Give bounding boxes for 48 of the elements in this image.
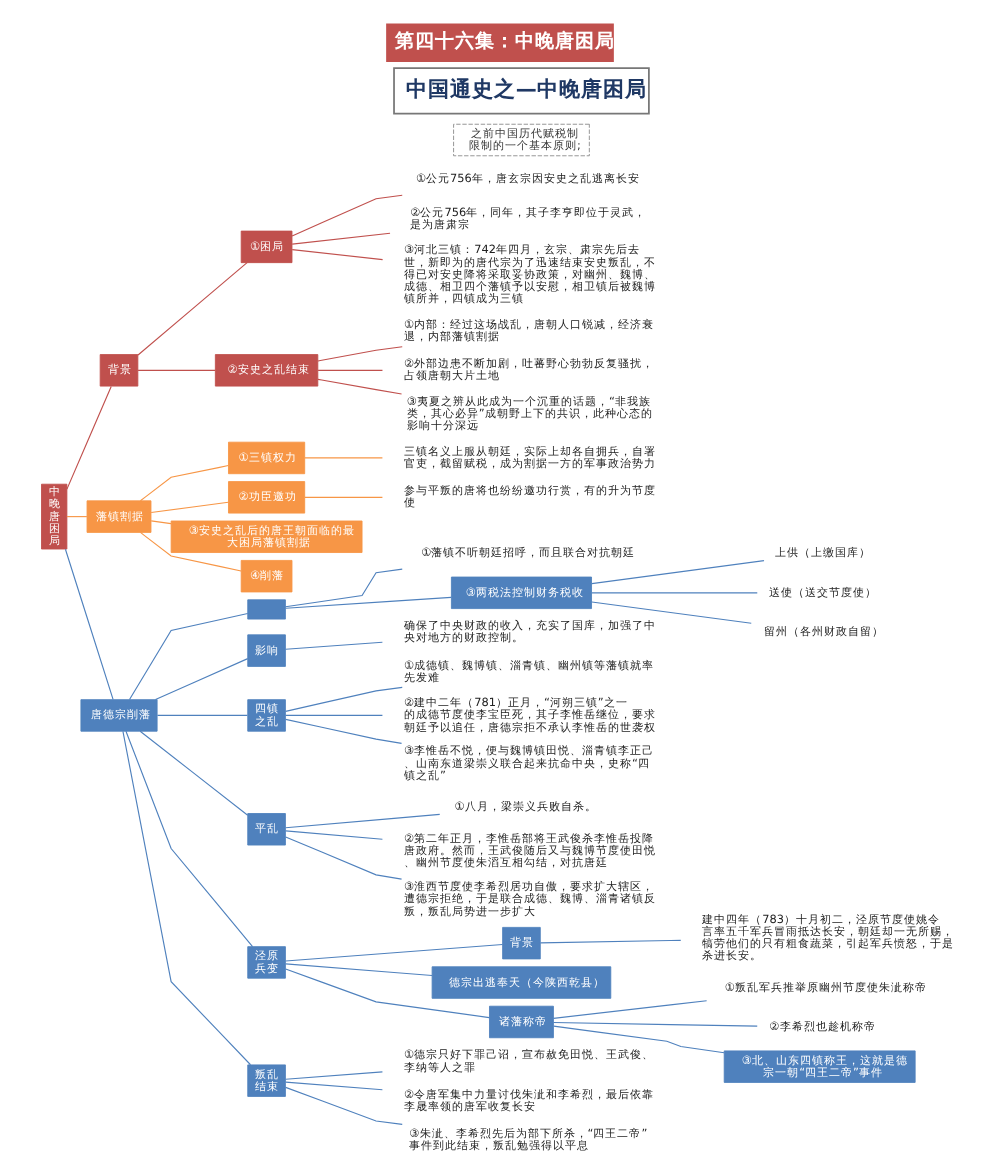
connector	[285, 596, 452, 609]
diagram-title: 第四十六集：中晚唐困局	[394, 30, 615, 53]
connector	[155, 658, 249, 701]
node-box	[247, 599, 286, 620]
connector	[64, 548, 114, 700]
connector	[291, 194, 403, 237]
connector	[125, 730, 254, 948]
connector	[285, 1071, 383, 1080]
connector	[285, 641, 383, 650]
connector	[304, 496, 383, 498]
connector	[285, 718, 403, 744]
connector	[552, 1000, 708, 1019]
connector	[317, 378, 403, 395]
connector	[291, 232, 391, 245]
connector	[150, 501, 229, 514]
connector	[285, 714, 383, 716]
connector	[285, 963, 433, 977]
connector	[591, 601, 752, 624]
connector	[139, 730, 249, 816]
connector	[284, 568, 403, 608]
connector	[139, 465, 229, 502]
connector	[66, 516, 88, 518]
connector	[317, 369, 384, 371]
connector	[317, 346, 403, 362]
connector	[591, 592, 758, 594]
connector	[285, 813, 441, 829]
connector	[122, 730, 252, 1066]
connector	[137, 262, 248, 356]
connector	[128, 612, 249, 701]
connector	[150, 520, 172, 525]
connector	[285, 686, 403, 712]
connector	[539, 939, 682, 944]
label: 中国通史之—中晚唐困局	[405, 77, 647, 102]
connector	[285, 943, 504, 962]
connector	[591, 560, 765, 585]
connector	[285, 836, 403, 880]
connector	[552, 1021, 758, 1027]
connector	[285, 1086, 403, 1125]
connector	[156, 714, 248, 716]
connector	[291, 249, 384, 261]
connector	[304, 457, 383, 459]
connector	[285, 968, 490, 1019]
connector	[139, 531, 242, 572]
connector	[285, 830, 383, 840]
connector	[553, 1025, 725, 1054]
connector	[137, 369, 216, 371]
connector	[66, 385, 112, 490]
connector	[285, 1081, 383, 1091]
